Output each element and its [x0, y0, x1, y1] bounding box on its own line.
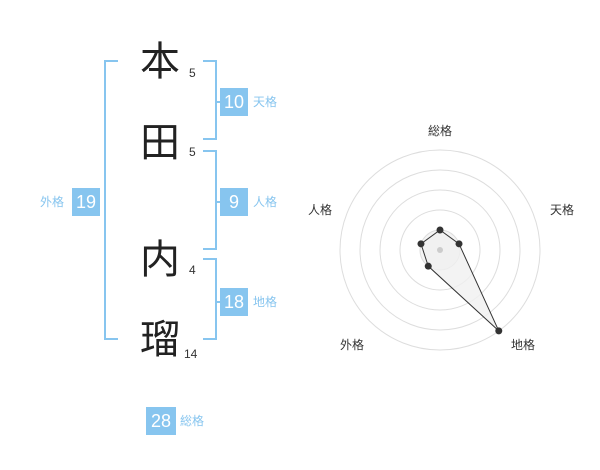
jinkaku-label: 人格	[253, 195, 278, 209]
radar-ring-5	[339, 149, 541, 351]
tenkaku-bracket	[203, 60, 217, 140]
gaikaku-label: 外格	[40, 195, 65, 209]
radar-axis-label-soukaku: 総格	[428, 124, 453, 138]
stroke-count-4: 14	[184, 347, 198, 361]
radar-point-3	[424, 262, 432, 270]
radar-axis-label-jinkaku: 人格	[308, 203, 333, 217]
chikaku-tick	[215, 301, 223, 303]
tenkaku-label: 天格	[253, 95, 278, 109]
jinkaku-bracket	[203, 150, 217, 250]
radar-ring-2	[399, 209, 481, 291]
radar-axis-label-tenkaku: 天格	[550, 203, 575, 217]
radar-point-0	[436, 226, 444, 234]
gaikaku-bracket	[104, 60, 118, 340]
name-char-2: 田	[140, 120, 180, 166]
name-char-4: 瑠	[140, 317, 180, 363]
name-char-3: 内	[140, 237, 180, 283]
soukaku-badge: 28	[146, 407, 176, 435]
radar-point-1	[455, 240, 463, 248]
stroke-count-3: 4	[189, 263, 196, 277]
chikaku-badge: 18	[220, 288, 248, 316]
radar-ring-3	[379, 189, 501, 311]
tenkaku-tick	[215, 101, 223, 103]
radar-axis-label-chikaku: 地格	[511, 338, 536, 352]
name-char-1: 本	[140, 39, 180, 85]
radar-point-2	[495, 327, 503, 335]
jinkaku-badge: 9	[220, 188, 248, 216]
jinkaku-tick	[215, 201, 223, 203]
stroke-count-2: 5	[189, 145, 196, 159]
chikaku-bracket	[203, 258, 217, 340]
radar-chart	[339, 149, 541, 351]
chikaku-label: 地格	[253, 295, 278, 309]
radar-axis-label-gaikaku: 外格	[340, 338, 365, 352]
soukaku-label: 総格	[180, 414, 205, 428]
tenkaku-badge: 10	[220, 88, 248, 116]
radar-polygon	[420, 229, 500, 332]
radar-ring-4	[359, 169, 521, 331]
radar-point-4	[417, 240, 425, 248]
stroke-count-1: 5	[189, 66, 196, 80]
radar-center	[437, 247, 443, 253]
gaikaku-badge: 19	[72, 188, 100, 216]
